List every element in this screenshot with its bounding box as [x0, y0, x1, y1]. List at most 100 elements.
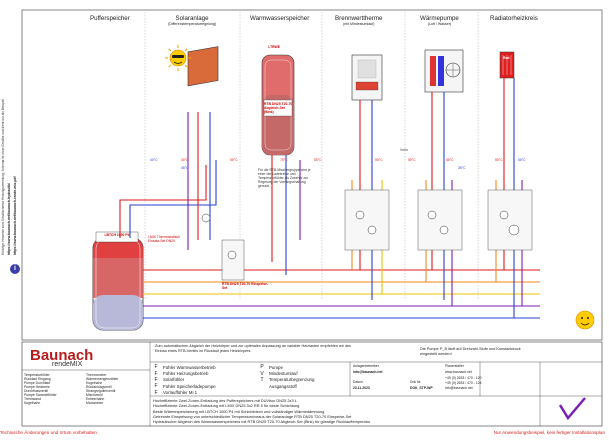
header-solaranlage: Solaranlage(Differenztemperaturregelung) — [168, 15, 217, 26]
small-legend-item: Temperaturfühler — [24, 373, 50, 377]
temp-ww-hot: 75°C — [280, 158, 288, 162]
puffer-label-box — [95, 231, 139, 243]
solar-mix-label: i-MIX Thermostatisch Einsatz-Set DN20 — [148, 235, 180, 243]
pipes — [119, 78, 540, 319]
logo: Baunach rendeMIX — [30, 347, 93, 368]
small-legend-item: Durchflussventil — [24, 389, 48, 393]
small-legend-2: Thermometer Wärmemengenzähler Kugelhahn … — [86, 373, 148, 405]
smiley-icon — [575, 310, 595, 330]
header-waermepumpe: Wärmepumpe(Luft / Wasser) — [420, 15, 459, 26]
bullet-note: Hydraulischer Abgleich des Warmwasserspe… — [153, 419, 371, 425]
diagram-frame — [21, 9, 603, 341]
small-legend-item: Pumpe Heizkreis — [24, 385, 50, 389]
legend-text: Temperaturbegrenzung — [269, 377, 315, 383]
legend-sym: T — [260, 376, 264, 383]
small-legend-item: Entleerhahn — [86, 397, 105, 401]
legend-text: Mindestumlauf — [269, 371, 298, 377]
puffer-label: i-BTCH 1000 P4 — [104, 233, 130, 237]
heat-pump — [424, 49, 464, 93]
header-warmwasserspeicher: Warmwasserspeicher — [250, 15, 310, 22]
bullet-note: Getrennte Einspeisung von unterschiedlic… — [153, 413, 352, 419]
header-radiatorheizkreis: Radiatorheizkreis — [490, 15, 538, 22]
temp-boiler: 55°C — [375, 158, 383, 162]
temp-hp-ret: 35°C — [458, 166, 466, 170]
trinkwasser-label: i-TRWE — [268, 45, 280, 49]
logo-product: rendeMIX — [52, 361, 83, 368]
small-legend-1: Temperaturfühler Rücklauf Eingang Pumpe … — [24, 373, 84, 405]
temp-rad: 55°C — [495, 158, 503, 162]
legend-text: Solarfühler — [163, 377, 185, 383]
column-dividers — [144, 12, 479, 300]
mixer-groups — [221, 189, 533, 281]
rtb-ww-label: RTB DN25 T20-70 Abgleich-Set (Bink) — [264, 102, 293, 114]
legend-sym: F — [154, 389, 158, 396]
small-legend-item: Thermometer — [86, 373, 107, 377]
temp-puffer: 40°C — [150, 158, 158, 162]
vmin-label: Vmin — [400, 148, 408, 152]
bullet-note: Hocheffiziente Zwei-Zonen-Entladung des … — [153, 398, 297, 403]
plan-header: Planersteller — [445, 364, 464, 368]
legend-row: V Mindestumlauf — [258, 370, 348, 377]
legend-sym: F — [154, 370, 158, 377]
notes-left: Zum automatischen Abgleich der Heizkörpe… — [155, 344, 352, 353]
temp-solar-2: 55°C — [230, 158, 238, 162]
small-legend-item: Kugelhahn — [24, 401, 41, 405]
small-legend-item: Strangregulierventil — [86, 389, 116, 393]
plan-fax: +49 (0) 2633 / 470 - 124 — [445, 381, 482, 385]
legend-row: Ausgangsstoff — [258, 383, 348, 389]
info-icon[interactable]: i — [10, 264, 20, 274]
boiler — [351, 54, 383, 101]
legend-row: F Vorlauffühler Mi 1 — [152, 390, 252, 396]
legend-text: Ausgangsstoff — [269, 383, 297, 389]
bullet-note: Beste Wärmespeicherung mit i-BTCH 1000 P… — [153, 408, 325, 414]
tw-note: Für die RTB-Mischergruppe wird je einer … — [258, 168, 311, 188]
legend-sym: F — [154, 376, 158, 383]
anlage-header: Anlagenbetreiber — [353, 364, 379, 368]
temp-solar-hot: 40°C — [181, 158, 189, 162]
small-legend-item: Mischventil — [86, 393, 103, 397]
legend-row: F Fühler Warmwasserbetrieb — [152, 364, 252, 370]
legend-row: F Solarfühler — [152, 377, 252, 383]
docnr-header: Dok Nr. — [410, 380, 422, 384]
logo-brand: Baunach — [30, 347, 94, 364]
plan-name[interactable]: www.baunach.net — [445, 370, 472, 374]
legend-text: Fühler Speicherladepumpe — [163, 383, 216, 389]
small-legend-item: Rückschlagventil — [86, 385, 112, 389]
puffer-tank — [92, 237, 144, 331]
radiator-label: Rad — [503, 56, 510, 60]
date-value: 23.11.2023 — [353, 386, 370, 390]
sun-icon — [165, 45, 191, 71]
disclaimer-left: Technische Änderungen und Irrtum vorbeha… — [0, 430, 97, 435]
small-legend-item: Kugelhahn — [86, 381, 103, 385]
header-brennwerttherme: Brennwerttherme(mit Mindestumlauf) — [335, 15, 383, 26]
small-legend-item: Manometer — [86, 401, 104, 405]
docnr-value: DOK_STP-WP — [410, 386, 433, 390]
small-legend-item: Pumpe Durchlauf — [24, 381, 51, 385]
plan-mail[interactable]: info@baunach.net — [445, 386, 473, 390]
small-legend-item: Wärmemengenzähler — [86, 377, 119, 381]
footer-frame — [21, 341, 603, 427]
ww-tank-trim — [263, 99, 293, 117]
small-legend-item: Rücklauf Eingang — [24, 377, 51, 381]
legend-text: Vorlauffühler Mi 1 — [163, 390, 198, 396]
legend-row: T Temperaturbegrenzung — [258, 377, 348, 383]
legend-row: F Fühler Speicherladepumpe — [152, 383, 252, 389]
legend-sym: F — [154, 383, 158, 390]
bullet-note: Hocheffiziente Zwei-Zonen-Entladung mit … — [153, 403, 300, 409]
small-legend-item: Trennwand — [24, 397, 41, 401]
small-legend-item: Pumpe Sammelfühler — [24, 393, 57, 397]
notes-right: Die Pumpe P_B läuft auf Drehzahl-Stufe u… — [420, 347, 521, 356]
temp-ww-2: 55°C — [314, 158, 322, 162]
bullet-notes: Hocheffiziente Zwei-Zonen-Entladung des … — [153, 398, 538, 424]
legend-text: Fühler Warmwasserbetrieb — [163, 364, 216, 370]
legend-sym: F — [154, 364, 158, 371]
radiator — [499, 51, 515, 79]
legend-sym: V — [260, 370, 264, 377]
check-icon — [558, 397, 586, 421]
legend-sym: P — [260, 364, 264, 371]
anlage-value[interactable]: info@baunach.net — [353, 370, 383, 374]
